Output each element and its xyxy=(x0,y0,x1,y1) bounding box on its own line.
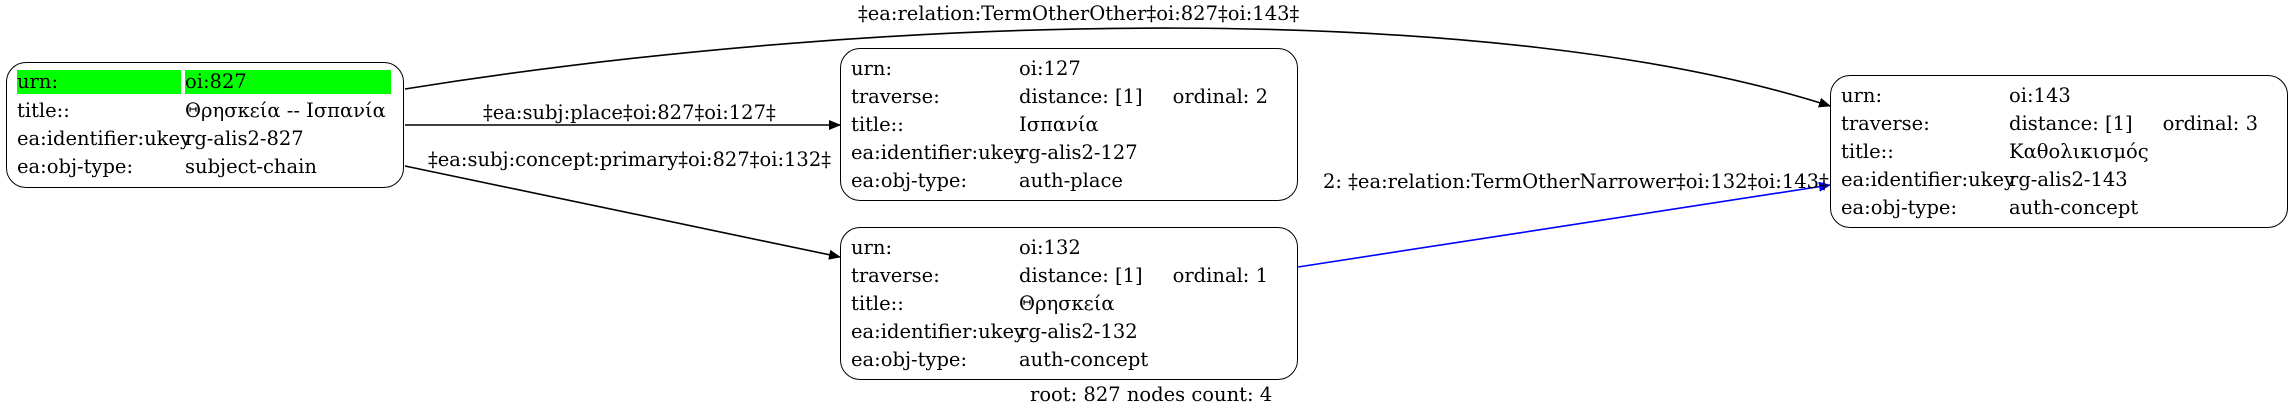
type-value: auth-concept xyxy=(2009,195,2139,219)
urn-value: oi:827 xyxy=(185,70,391,94)
urn-key: urn: xyxy=(851,56,893,80)
urn-key: urn: xyxy=(1841,83,1883,107)
node-row-ukey: ea:identifier:ukey rg-alis2-143 xyxy=(1831,165,2287,193)
urn-value: oi:143 xyxy=(2009,83,2071,107)
ukey-key: ea:identifier:ukey xyxy=(851,319,1025,343)
node-row-traverse: traverse: distance: [1] ordinal: 1 xyxy=(841,261,1297,289)
ordinal-value: ordinal: 2 xyxy=(1172,84,1268,108)
node-row-ukey: ea:identifier:ukey rg-alis2-127 xyxy=(841,138,1297,166)
title-value: Καθολικισμός xyxy=(2009,139,2149,163)
node-row-urn: urn: oi:127 xyxy=(841,54,1297,82)
urn-value: oi:132 xyxy=(1019,235,1081,259)
ukey-key: ea:identifier:ukey xyxy=(17,126,191,150)
distance-value: distance: [1] xyxy=(1019,84,1143,108)
type-key: ea:obj-type: xyxy=(17,154,134,178)
node-143[interactable]: urn: oi:143 traverse: distance: [1] ordi… xyxy=(1830,75,2288,228)
traverse-key: traverse: xyxy=(1841,111,1930,135)
type-value: auth-place xyxy=(1019,168,1123,192)
urn-value: oi:127 xyxy=(1019,56,1081,80)
graph-footer: root: 827 nodes count: 4 xyxy=(1030,383,1273,406)
urn-key: urn: xyxy=(851,235,893,259)
node-row-urn: urn: oi:132 xyxy=(841,233,1297,261)
type-key: ea:obj-type: xyxy=(851,168,968,192)
urn-key: urn: xyxy=(17,70,181,94)
title-key: title:: xyxy=(17,98,70,122)
title-key: title:: xyxy=(851,291,904,315)
traverse-key: traverse: xyxy=(851,263,940,287)
title-key: title:: xyxy=(1841,139,1894,163)
edge-label-827-143: ‡ea:relation:TermOtherOther‡oi:827‡oi:14… xyxy=(858,2,1300,25)
node-row-urn: urn: oi:143 xyxy=(1831,81,2287,109)
edge-827-132 xyxy=(404,165,841,260)
edge-label-132-143: 2: ‡ea:relation:TermOtherNarrower‡oi:132… xyxy=(1323,170,1829,193)
type-key: ea:obj-type: xyxy=(1841,195,1958,219)
ordinal-value: ordinal: 1 xyxy=(1172,263,1268,287)
title-value: Θρησκεία xyxy=(1019,291,1115,315)
edge-label-827-132: ‡ea:subj:concept:primary‡oi:827‡oi:132‡ xyxy=(428,148,831,171)
node-row-type: ea:obj-type: subject-chain xyxy=(7,152,403,180)
ukey-value: rg-alis2-143 xyxy=(2009,167,2128,191)
traverse-key: traverse: xyxy=(851,84,940,108)
edge-label-827-127: ‡ea:subj:place‡oi:827‡oi:127‡ xyxy=(483,101,776,124)
node-132[interactable]: urn: oi:132 traverse: distance: [1] ordi… xyxy=(840,227,1298,380)
type-value: subject-chain xyxy=(185,154,317,178)
node-row-type: ea:obj-type: auth-concept xyxy=(841,345,1297,373)
node-row-traverse: traverse: distance: [1] ordinal: 3 xyxy=(1831,109,2287,137)
node-row-type: ea:obj-type: auth-place xyxy=(841,166,1297,194)
ukey-value: rg-alis2-827 xyxy=(185,126,304,150)
title-key: title:: xyxy=(851,112,904,136)
node-row-urn: urn: oi:827 xyxy=(7,68,403,96)
node-row-title: title:: Θρησκεία xyxy=(841,289,1297,317)
edge-132-143 xyxy=(1297,181,1831,268)
node-row-title: title:: Ισπανία xyxy=(841,110,1297,138)
distance-value: distance: [1] xyxy=(1019,263,1143,287)
title-value: Ισπανία xyxy=(1019,112,1099,136)
ukey-key: ea:identifier:ukey xyxy=(851,140,1025,164)
title-value: Θρησκεία -- Ισπανία xyxy=(185,98,386,122)
type-value: auth-concept xyxy=(1019,347,1149,371)
node-row-ukey: ea:identifier:ukey rg-alis2-132 xyxy=(841,317,1297,345)
node-root-827[interactable]: urn: oi:827 title:: Θρησκεία -- Ισπανία … xyxy=(6,62,404,188)
node-row-traverse: traverse: distance: [1] ordinal: 2 xyxy=(841,82,1297,110)
node-row-ukey: ea:identifier:ukey rg-alis2-827 xyxy=(7,124,403,152)
distance-value: distance: [1] xyxy=(2009,111,2133,135)
ordinal-value: ordinal: 3 xyxy=(2162,111,2258,135)
ukey-value: rg-alis2-127 xyxy=(1019,140,1138,164)
node-127[interactable]: urn: oi:127 traverse: distance: [1] ordi… xyxy=(840,48,1298,201)
node-row-title: title:: Καθολικισμός xyxy=(1831,137,2287,165)
node-row-title: title:: Θρησκεία -- Ισπανία xyxy=(7,96,403,124)
edge-827-143 xyxy=(404,27,1831,108)
type-key: ea:obj-type: xyxy=(851,347,968,371)
node-row-type: ea:obj-type: auth-concept xyxy=(1831,193,2287,221)
ukey-value: rg-alis2-132 xyxy=(1019,319,1138,343)
ukey-key: ea:identifier:ukey xyxy=(1841,167,2015,191)
